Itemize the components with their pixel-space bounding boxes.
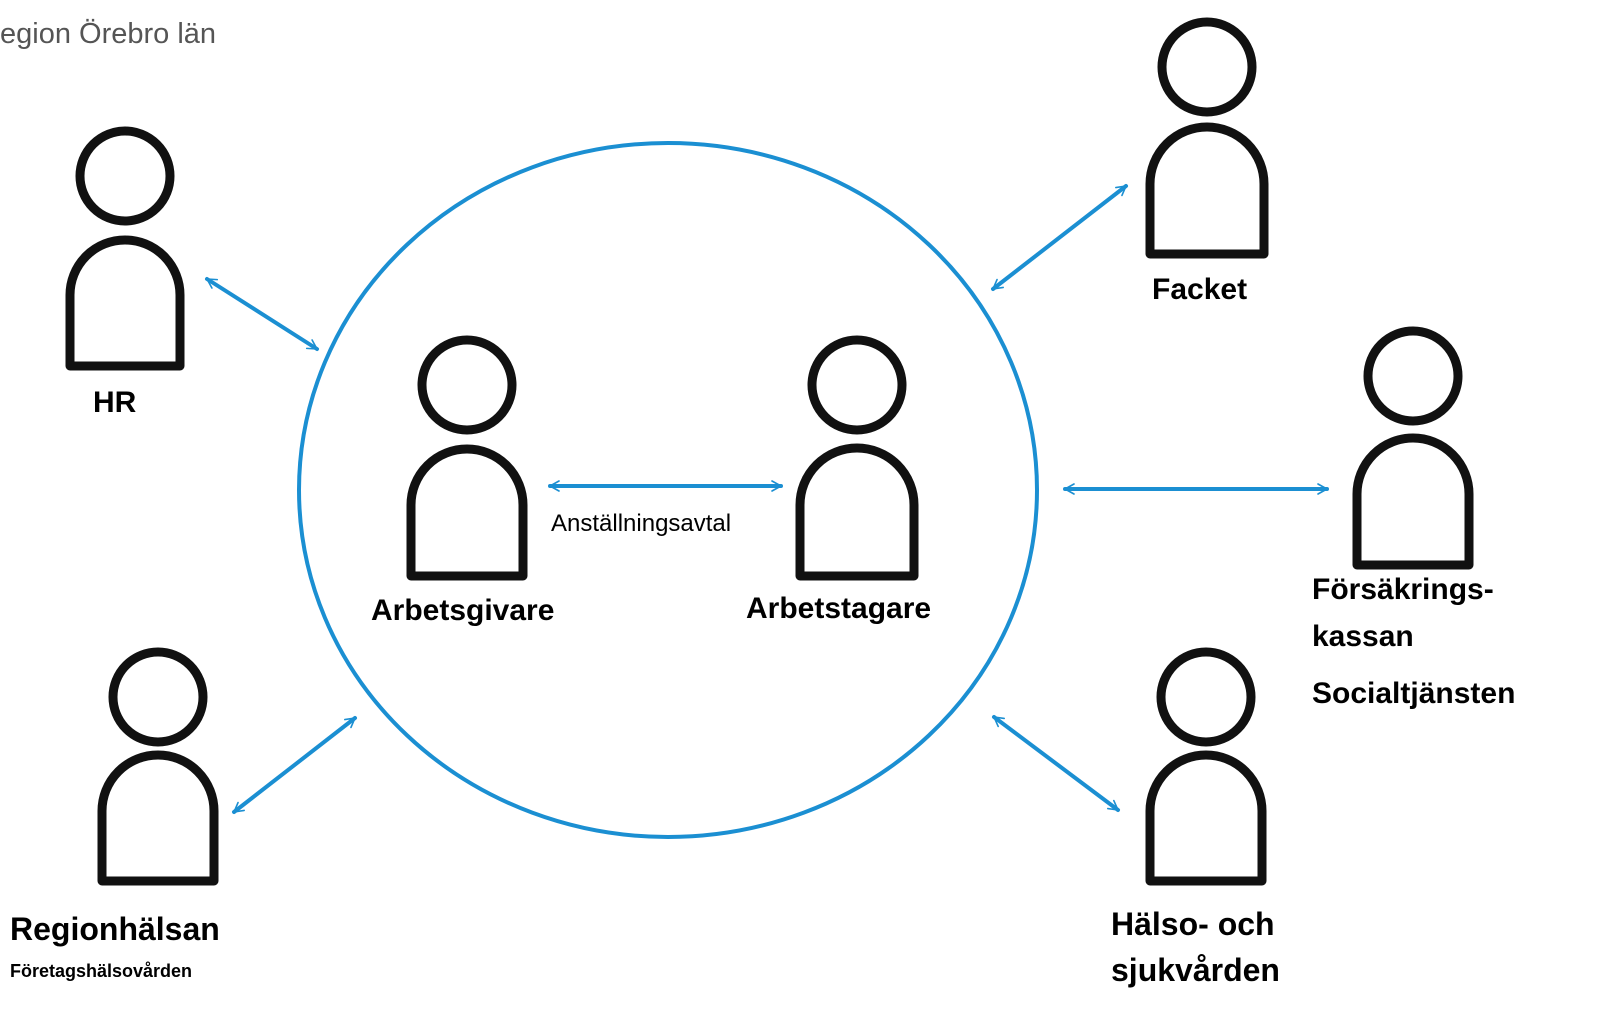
logo-text: egion Örebro län <box>0 18 217 50</box>
double-arrow-icon <box>992 715 1120 812</box>
label-arbetsgivare: Arbetsgivare <box>371 594 555 627</box>
label-sjukvarden: sjukvården <box>1111 952 1280 988</box>
label-socialtjansten: Socialtjänsten <box>1312 677 1516 710</box>
label-arbetstagare: Arbetstagare <box>746 592 932 625</box>
double-arrow-icon <box>205 277 319 351</box>
label-forsakringskassan-2: kassan <box>1312 620 1414 653</box>
label-facket: Facket <box>1152 273 1248 306</box>
person-icon-arbetsgivare <box>406 335 528 581</box>
label-anstallningsavtal: Anställningsavtal <box>551 510 732 537</box>
double-arrow-icon <box>232 716 357 814</box>
workplace-circle <box>297 141 1039 839</box>
person-icon-halso-sjukvarden <box>1145 647 1267 886</box>
person-icon-hr <box>65 126 185 371</box>
person-icon-arbetstagare <box>795 335 919 581</box>
label-regionhalsan: Regionhälsan <box>10 911 220 947</box>
label-forsakringskassan-1: Försäkrings- <box>1312 573 1494 606</box>
label-halso-och: Hälso- och <box>1111 906 1275 942</box>
label-foretagshalsovarden: Företagshälsovården <box>10 961 193 981</box>
person-icon-facket <box>1145 17 1269 259</box>
double-arrow-icon <box>991 184 1128 291</box>
person-icon-forsakringskassan <box>1352 326 1474 570</box>
person-icon-regionhalsan <box>97 647 219 886</box>
label-hr: HR <box>93 386 137 419</box>
